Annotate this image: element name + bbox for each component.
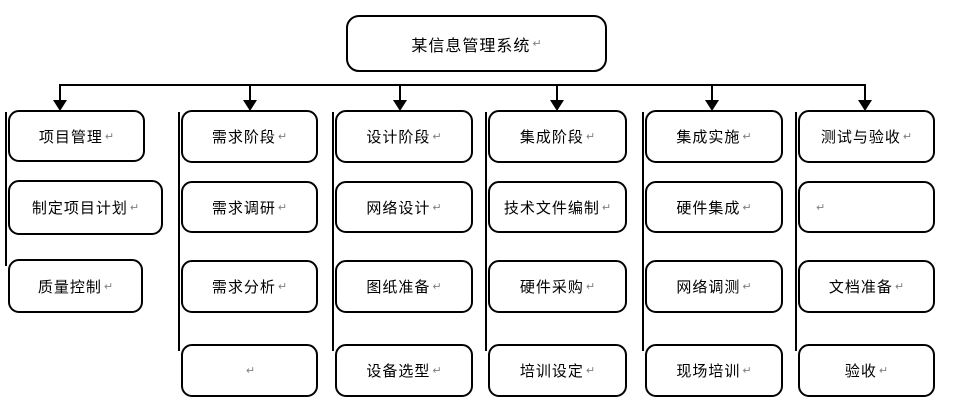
paragraph-mark: ↵ bbox=[277, 200, 288, 214]
paragraph-mark: ↵ bbox=[104, 129, 115, 143]
node-label: 硬件集成 bbox=[676, 198, 741, 217]
node-label: 集成实施 bbox=[676, 128, 741, 146]
paragraph-mark: ↵ bbox=[532, 37, 542, 50]
wbs-col-6-item-1-empty: ↵ bbox=[798, 181, 935, 233]
wbs-col-5-item-1: 硬件集成↵ bbox=[645, 181, 783, 233]
arrowhead-col-2 bbox=[243, 100, 257, 111]
node-label: 硬件采购 bbox=[519, 278, 584, 296]
wbs-col-2-item-1: 需求调研↵ bbox=[181, 181, 318, 233]
wbs-col-1-header: 项目管理↵ bbox=[8, 110, 145, 162]
wbs-col-4-item-3: 培训设定↵ bbox=[488, 344, 627, 397]
node-label: 设计阶段 bbox=[366, 128, 431, 146]
wbs-col-1-item-1: 制定项目计划↵ bbox=[8, 180, 163, 235]
node-label: 设备选型 bbox=[366, 362, 431, 380]
node-label: 图纸准备 bbox=[366, 278, 431, 296]
wbs-col-6-item-2: 文档准备↵ bbox=[798, 260, 935, 313]
paragraph-mark: ↵ bbox=[432, 280, 442, 293]
paragraph-mark: ↵ bbox=[816, 200, 826, 214]
wbs-col-3-item-3: 设备选型↵ bbox=[335, 344, 473, 397]
paragraph-mark: ↵ bbox=[585, 364, 596, 377]
node-label: 培训设定 bbox=[519, 362, 584, 380]
arrowhead-col-3 bbox=[393, 100, 407, 111]
wbs-col-2-header: 需求阶段↵ bbox=[181, 110, 318, 163]
paragraph-mark: ↵ bbox=[432, 364, 442, 377]
wbs-col-2-item-3-empty: ↵ bbox=[181, 344, 318, 397]
paragraph-mark: ↵ bbox=[432, 130, 442, 143]
paragraph-mark: ↵ bbox=[742, 200, 752, 214]
wbs-root-node: 某信息管理系统↵ bbox=[346, 15, 607, 72]
wbs-col-2-item-2: 需求分析↵ bbox=[181, 260, 318, 313]
wbs-col-4-header: 集成阶段↵ bbox=[488, 110, 627, 163]
node-label: 集成阶段 bbox=[519, 128, 584, 146]
node-label: 技术文件编制 bbox=[503, 198, 600, 217]
node-label: 需求调研 bbox=[211, 198, 276, 217]
paragraph-mark: ↵ bbox=[432, 200, 442, 214]
node-label: 需求分析 bbox=[211, 278, 276, 296]
paragraph-mark: ↵ bbox=[601, 200, 612, 214]
wbs-col-1-item-2: 质量控制↵ bbox=[8, 259, 143, 313]
paragraph-mark: ↵ bbox=[585, 280, 596, 293]
wbs-col-5-header: 集成实施↵ bbox=[645, 110, 783, 163]
paragraph-mark: ↵ bbox=[878, 364, 889, 377]
paragraph-mark: ↵ bbox=[742, 130, 752, 143]
arrowhead-col-1 bbox=[53, 100, 67, 111]
paragraph-mark: ↵ bbox=[585, 130, 596, 143]
wbs-root-label: 某信息管理系统 bbox=[411, 35, 531, 55]
node-label: 质量控制 bbox=[37, 277, 102, 296]
wbs-col-3-item-1: 网络设计↵ bbox=[335, 181, 473, 233]
wbs-col-4-item-2: 硬件采购↵ bbox=[488, 260, 627, 313]
arrowhead-col-4 bbox=[550, 100, 564, 111]
paragraph-mark: ↵ bbox=[742, 364, 752, 377]
paragraph-mark: ↵ bbox=[742, 280, 752, 293]
connector-rail bbox=[59, 84, 866, 100]
paragraph-mark: ↵ bbox=[277, 280, 288, 293]
node-label: 项目管理 bbox=[38, 127, 103, 146]
node-label: 验收 bbox=[844, 362, 877, 380]
node-label: 需求阶段 bbox=[211, 128, 276, 146]
paragraph-mark: ↵ bbox=[902, 130, 913, 143]
node-label: 测试与验收 bbox=[820, 128, 901, 146]
arrowhead-col-6 bbox=[858, 100, 872, 111]
node-label: 网络调测 bbox=[676, 278, 741, 296]
wbs-col-6-header: 测试与验收↵ bbox=[798, 110, 935, 163]
node-label: 制定项目计划 bbox=[31, 199, 128, 217]
wbs-col-3-item-2: 图纸准备↵ bbox=[335, 260, 473, 313]
paragraph-mark: ↵ bbox=[277, 130, 288, 143]
wbs-col-5-item-3: 现场培训↵ bbox=[645, 344, 783, 397]
paragraph-mark: ↵ bbox=[245, 364, 256, 377]
node-label: 现场培训 bbox=[676, 362, 741, 380]
wbs-col-5-item-2: 网络调测↵ bbox=[645, 260, 783, 313]
node-label: 网络设计 bbox=[366, 198, 431, 217]
wbs-col-6-item-3: 验收↵ bbox=[798, 344, 935, 397]
arrowhead-col-5 bbox=[705, 100, 719, 111]
wbs-col-4-item-1: 技术文件编制↵ bbox=[488, 181, 627, 233]
paragraph-mark: ↵ bbox=[103, 279, 114, 293]
paragraph-mark: ↵ bbox=[129, 201, 140, 214]
wbs-col-3-header: 设计阶段↵ bbox=[335, 110, 473, 163]
node-label: 文档准备 bbox=[828, 278, 893, 296]
paragraph-mark: ↵ bbox=[894, 280, 905, 293]
